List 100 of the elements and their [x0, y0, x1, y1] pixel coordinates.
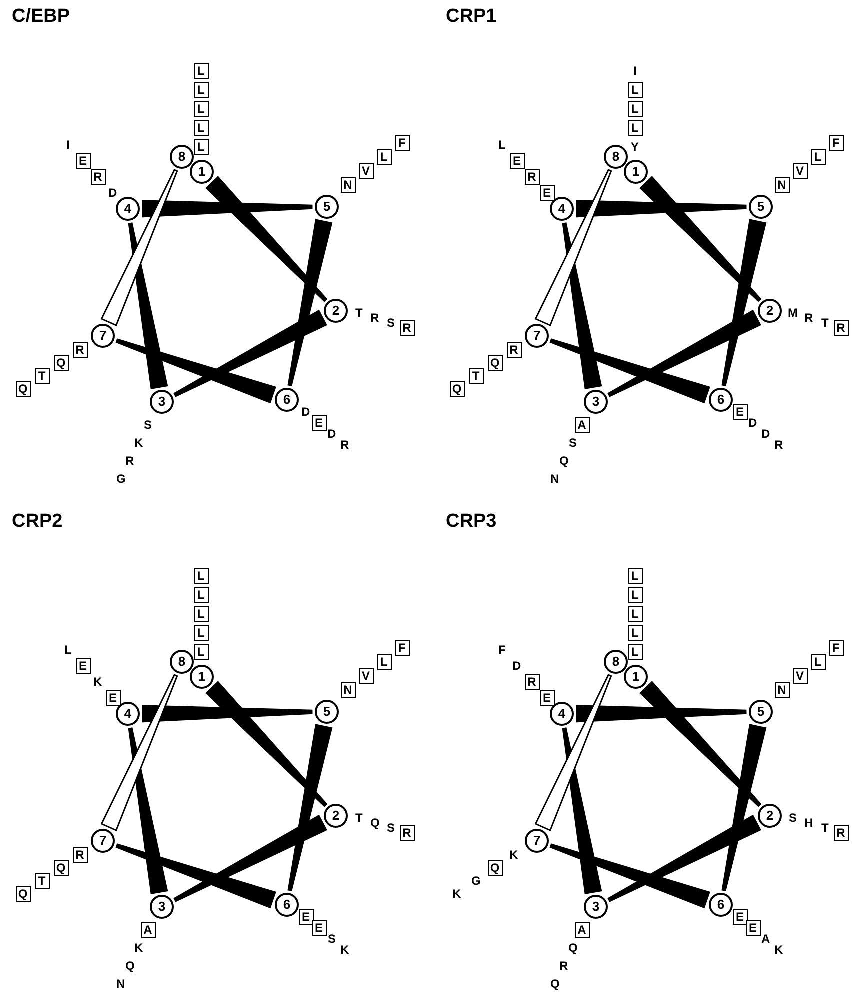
residue-letter: D: [748, 416, 758, 430]
boxed-residue: R: [400, 320, 414, 336]
helix-wedge: [722, 724, 767, 892]
boxed-residue: L: [810, 654, 826, 670]
boxed-residue: T: [468, 368, 484, 384]
boxed-residue: Q: [16, 886, 30, 902]
panel-title: CRP3: [446, 511, 497, 533]
boxed-residue: R: [834, 320, 848, 336]
boxed-residue: E: [312, 415, 326, 431]
boxed-residue: L: [194, 139, 208, 155]
helix-wedge: [142, 705, 313, 723]
residue-letter: Q: [550, 977, 560, 991]
boxed-residue: F: [828, 640, 844, 656]
helix-wedge: [534, 169, 612, 326]
boxed-residue: Q: [54, 860, 68, 876]
helix-wedge: [576, 705, 747, 723]
residue-letter: R: [370, 311, 380, 325]
helix-wedge: [576, 200, 747, 218]
residue-letter: F: [498, 643, 506, 657]
residue-circle: 6: [709, 388, 733, 412]
boxed-residue: V: [792, 163, 808, 179]
residue-circle: 8: [604, 145, 628, 169]
residue-letter: D: [108, 186, 118, 200]
residue-circle: 2: [758, 804, 782, 828]
residue-letter: T: [356, 306, 363, 320]
residue-circle: 7: [91, 324, 115, 348]
boxed-residue: E: [540, 690, 554, 706]
boxed-residue: L: [194, 625, 208, 641]
boxed-residue: Q: [450, 381, 464, 397]
boxed-residue: F: [394, 640, 410, 656]
boxed-residue: R: [72, 342, 88, 358]
residue-letter: S: [328, 932, 336, 946]
boxed-residue: E: [732, 909, 748, 925]
residue-circle: 7: [525, 829, 549, 853]
boxed-residue: R: [834, 825, 848, 841]
residue-circle: 8: [170, 650, 194, 674]
residue-circle: 1: [624, 665, 648, 689]
boxed-residue: L: [194, 587, 208, 603]
residue-circle: 6: [275, 893, 299, 917]
residue-letter: Q: [370, 816, 380, 830]
residue-letter: D: [512, 659, 522, 673]
boxed-residue: L: [628, 120, 642, 136]
residue-letter: Y: [631, 140, 640, 154]
boxed-residue: Q: [54, 355, 68, 371]
boxed-residue: E: [298, 909, 314, 925]
boxed-residue: E: [312, 920, 326, 936]
residue-letter: I: [66, 138, 70, 152]
residue-circle: 3: [584, 895, 608, 919]
boxed-residue: V: [792, 668, 808, 684]
residue-letter: Q: [568, 941, 578, 955]
residue-letter: K: [134, 436, 144, 450]
boxed-residue: Q: [16, 381, 30, 397]
boxed-residue: T: [34, 873, 50, 889]
helix-wedge: [288, 219, 333, 386]
boxed-residue: L: [628, 568, 642, 584]
residue-circle: 5: [315, 700, 339, 724]
boxed-residue: E: [106, 690, 120, 706]
boxed-residue: L: [194, 120, 208, 136]
helix-wedge: [722, 219, 767, 386]
residue-letter: S: [569, 436, 578, 450]
boxed-residue: Q: [488, 860, 502, 876]
boxed-residue: L: [194, 644, 208, 660]
boxed-residue: L: [194, 82, 208, 98]
residue-letter: S: [387, 821, 396, 835]
boxed-residue: L: [376, 654, 392, 670]
residue-letter: R: [126, 454, 134, 468]
boxed-residue: R: [400, 825, 414, 841]
boxed-residue: L: [810, 149, 826, 165]
boxed-residue: N: [774, 682, 790, 698]
panel-title: CRP2: [12, 511, 63, 533]
boxed-residue: V: [358, 163, 374, 179]
residue-circle: 1: [624, 160, 648, 184]
residue-letter: G: [472, 874, 481, 888]
boxed-residue: L: [194, 101, 208, 117]
residue-circle: 1: [190, 665, 214, 689]
residue-letter: S: [789, 811, 798, 825]
residue-letter: R: [340, 438, 350, 452]
boxed-residue: R: [72, 847, 88, 863]
helix-wedge: [550, 338, 710, 404]
boxed-residue: E: [746, 920, 760, 936]
boxed-residue: L: [628, 606, 642, 622]
helix-wedge: [288, 724, 333, 892]
residue-circle: 4: [550, 197, 574, 221]
residue-letter: S: [144, 418, 152, 432]
residue-letter: K: [94, 675, 102, 689]
residue-circle: 3: [150, 390, 174, 414]
helix-wedge: [100, 169, 178, 326]
residue-letter: D: [762, 427, 770, 441]
boxed-residue: L: [376, 149, 392, 165]
residue-circle: 8: [170, 145, 194, 169]
residue-circle: 8: [604, 650, 628, 674]
boxed-residue: R: [506, 342, 522, 358]
helix-wedge: [142, 200, 313, 218]
residue-letter: T: [356, 811, 363, 825]
residue-letter: T: [822, 821, 829, 835]
boxed-residue: L: [628, 82, 642, 98]
residue-letter: S: [387, 316, 396, 330]
residue-letter: R: [804, 311, 814, 325]
boxed-residue: E: [540, 185, 554, 201]
residue-letter: K: [510, 848, 518, 862]
